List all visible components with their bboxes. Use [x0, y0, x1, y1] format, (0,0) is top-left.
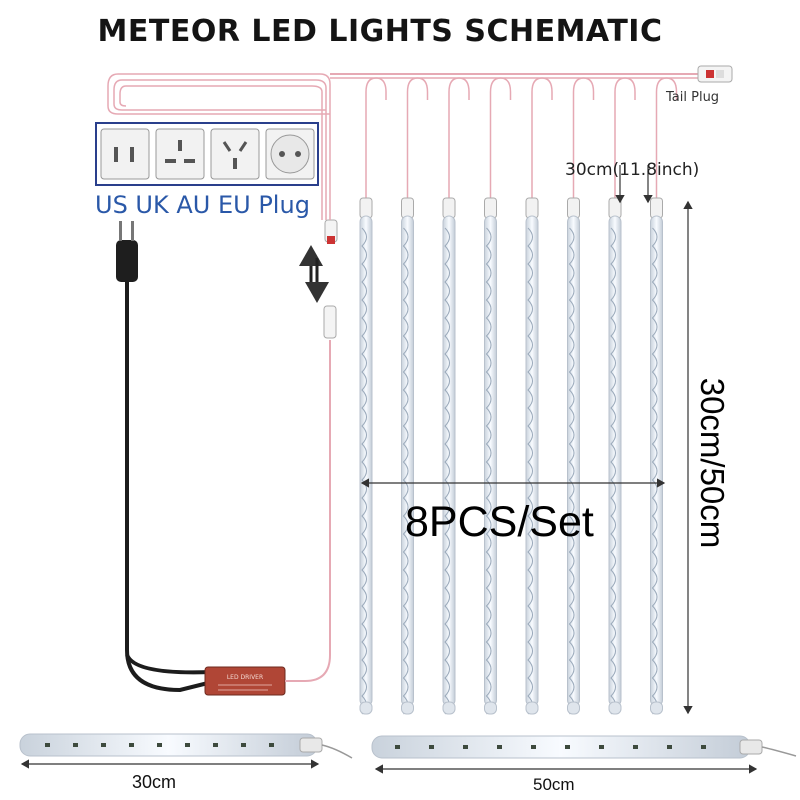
plug-types-box: [95, 122, 319, 186]
tail-plug-label: Tail Plug: [666, 90, 720, 105]
led-chip: [395, 745, 400, 749]
led-chip: [565, 745, 570, 749]
main-wire: [107, 73, 700, 220]
led-chip: [531, 745, 536, 749]
led-chip: [101, 743, 106, 747]
svg-text:LED DRIVER: LED DRIVER: [227, 674, 263, 681]
eu-outlet-icon: [265, 128, 315, 180]
tube-30cm-sample: [19, 733, 353, 759]
spacing-indicator: [615, 165, 653, 204]
tube-count-label: 8PCS/Set: [405, 498, 594, 546]
plug-types-label: US UK AU EU Plug: [95, 191, 310, 219]
led-chip: [269, 743, 274, 747]
tube-50cm-sample: [371, 735, 797, 759]
led-chip: [241, 743, 246, 747]
led-chip: [129, 743, 134, 747]
led-chip: [633, 745, 638, 749]
led-chip-row: [395, 745, 706, 749]
led-tube: [401, 77, 429, 715]
length-long-label: 50cm: [533, 775, 575, 794]
tube-height-label: 30cm/50cm: [694, 377, 731, 549]
led-chip: [185, 743, 190, 747]
led-chip: [701, 745, 706, 749]
led-chip: [73, 743, 78, 747]
power-cord: [116, 221, 213, 693]
led-chip: [429, 745, 434, 749]
led-chip: [497, 745, 502, 749]
led-chip: [463, 745, 468, 749]
led-tube-set: [359, 77, 678, 715]
page-title: METEOR LED LIGHTS SCHEMATIC: [97, 14, 663, 49]
led-chip: [599, 745, 604, 749]
led-tube: [525, 77, 553, 715]
tail-plug: [697, 65, 733, 83]
led-tube: [359, 77, 387, 715]
led-chip: [667, 745, 672, 749]
led-chip: [213, 743, 218, 747]
connect-arrows-icon: [299, 245, 329, 303]
led-tube: [650, 77, 678, 715]
led-tube: [484, 77, 512, 715]
tube-spacing-label: 30cm(11.8inch): [565, 160, 700, 180]
inline-connector: [323, 219, 338, 339]
us-outlet-icon: [100, 128, 150, 180]
length-arrows: [20, 759, 758, 774]
led-driver-box: LED DRIVER: [204, 340, 331, 696]
length-short-label: 30cm: [132, 772, 177, 792]
led-chip: [45, 743, 50, 747]
led-tube: [567, 77, 595, 715]
led-chip: [157, 743, 162, 747]
au-outlet-icon: [210, 128, 260, 180]
led-tube: [442, 77, 470, 715]
led-chip-row: [45, 743, 274, 747]
uk-outlet-icon: [155, 128, 205, 180]
led-tube: [608, 77, 636, 715]
